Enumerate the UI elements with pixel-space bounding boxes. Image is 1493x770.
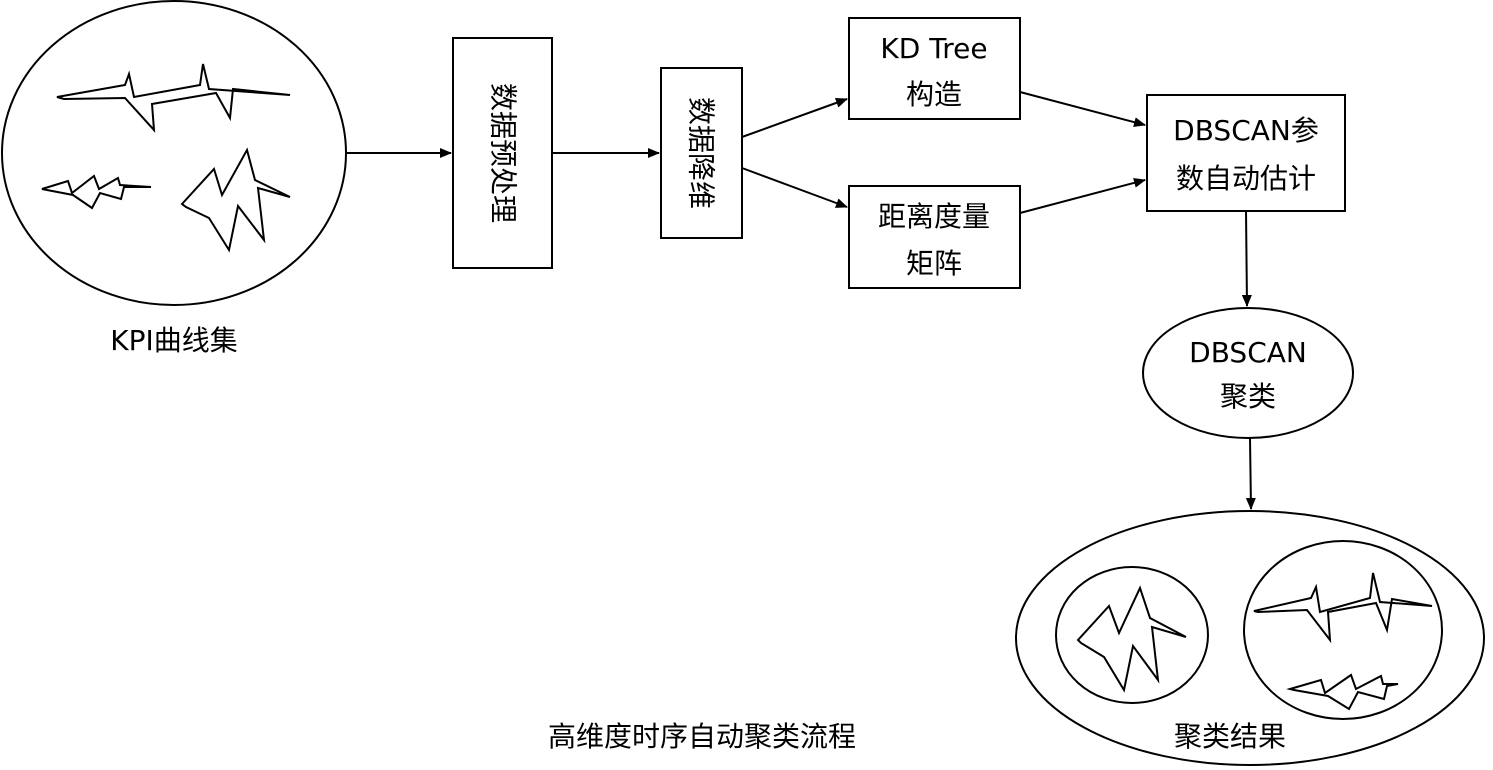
- kpi-curves-node: KPI曲线集: [1, 0, 347, 357]
- waveform-icon: [1076, 585, 1187, 693]
- dbscan-cluster-node: DBSCAN 聚类: [1142, 307, 1354, 439]
- result-node: 聚类结果: [1015, 510, 1485, 766]
- preprocess-node: 数据预处理: [452, 37, 553, 269]
- preprocess-label: 数据预处理: [487, 83, 520, 223]
- waveform-icon: [1253, 572, 1433, 644]
- reduce-label: 数据降维: [685, 97, 718, 209]
- kpi-curves-label: KPI曲线集: [110, 324, 238, 357]
- distance-label-line1: 距离度量: [878, 200, 990, 233]
- dbscan-cluster-label-line2: 聚类: [1220, 380, 1276, 413]
- result-label: 聚类结果: [1174, 720, 1286, 753]
- diagram-caption: 高维度时序自动聚类流程: [548, 720, 856, 753]
- distance-node: 距离度量 矩阵: [848, 185, 1021, 289]
- waveform-icon: [41, 174, 152, 210]
- kdtree-node: KD Tree 构造: [848, 17, 1021, 120]
- dbscan-param-label-line2: 数自动估计: [1176, 162, 1316, 195]
- waveform-icon: [180, 147, 291, 253]
- arrow-cluster-to-result: [1245, 437, 1256, 510]
- arrow-kdtree-to-dbscan-param: [1019, 91, 1146, 128]
- kdtree-box: [848, 17, 1021, 120]
- waveform-icon: [1286, 673, 1399, 711]
- flow-arrows: [346, 91, 1256, 510]
- cluster-2-ellipse: [1243, 540, 1443, 720]
- reduce-node: 数据降维: [660, 67, 743, 239]
- dbscan-cluster-label-line1: DBSCAN: [1189, 336, 1307, 369]
- kdtree-label-line1: KD Tree: [880, 32, 987, 65]
- preprocess-box: [452, 37, 553, 269]
- distance-box: [848, 185, 1021, 289]
- arrow-reduce-to-distance: [741, 167, 848, 208]
- dbscan-cluster-ellipse: [1142, 307, 1354, 439]
- arrow-dbscan-param-to-cluster: [1241, 210, 1252, 307]
- arrow-reduce-to-kdtree: [741, 98, 848, 138]
- waveform-icon: [56, 63, 291, 133]
- dbscan-param-node: DBSCAN参 数自动估计: [1146, 94, 1346, 212]
- dbscan-param-label-line1: DBSCAN参: [1173, 114, 1319, 147]
- kdtree-label-line2: 构造: [906, 78, 962, 111]
- arrow-distance-to-dbscan-param: [1019, 177, 1146, 214]
- kpi-curves-ellipse: [1, 0, 347, 306]
- reduce-box: [660, 67, 743, 239]
- dbscan-param-box: [1146, 94, 1346, 212]
- distance-label-line2: 矩阵: [906, 247, 962, 280]
